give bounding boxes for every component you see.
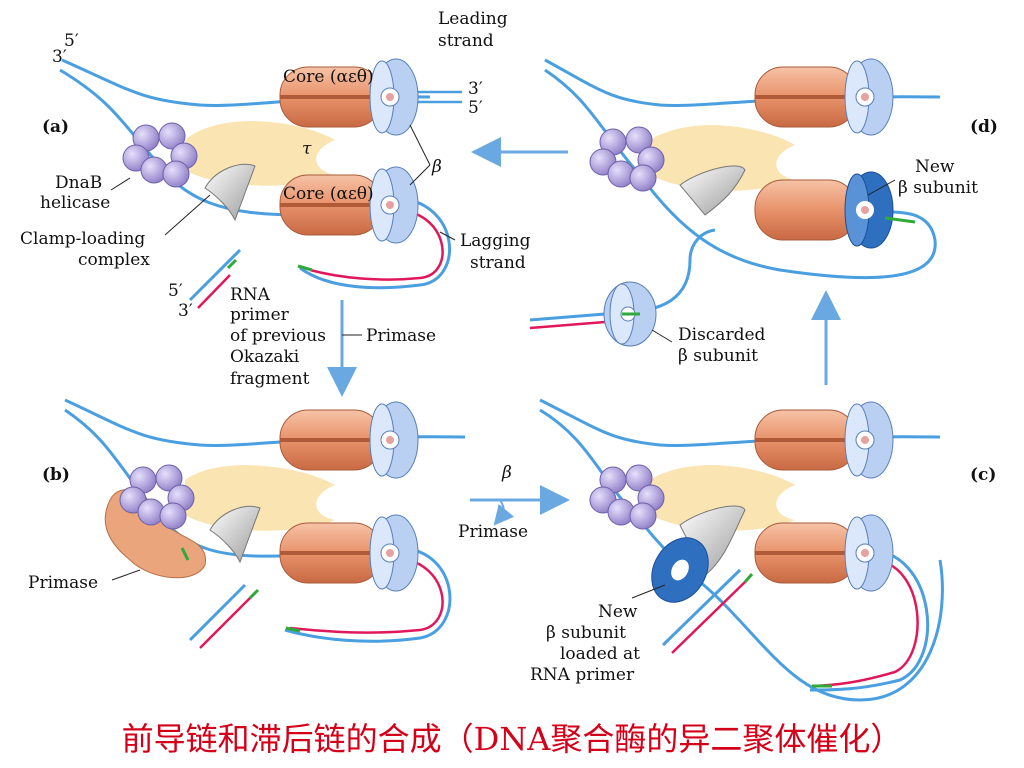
label-core-top: Core (αεθ)	[283, 67, 374, 87]
caption: 前导链和滞后链的合成（DNA聚合酶的异二聚体催化）	[122, 720, 903, 758]
label-primase-c-arrow: Primase	[458, 522, 528, 542]
panel-d	[529, 58, 941, 347]
label-lagging-2: strand	[470, 253, 526, 273]
transition-arrows	[327, 137, 841, 526]
panel-a	[59, 58, 462, 309]
label-clamp-2: complex	[78, 250, 150, 270]
panel-label-a: (a)	[42, 117, 69, 137]
label-rna-4: Okazaki	[230, 347, 300, 367]
label-leading-three-prime: 3′	[468, 79, 483, 99]
label-rna-2: primer	[230, 305, 290, 325]
label-new-beta-d-2: β subunit	[898, 178, 978, 198]
panel-label-d: (d)	[970, 117, 998, 137]
label-new-beta-d-1: New	[915, 157, 955, 177]
label-rna-5: fragment	[230, 369, 310, 389]
label-core-bottom: Core (αεθ)	[283, 184, 374, 204]
label-dnab-1: DnaB	[55, 173, 102, 193]
panel-b	[64, 398, 466, 649]
label-three-prime-top: 3′	[52, 47, 67, 67]
label-beta: β	[431, 157, 442, 177]
panel-label-c: (c)	[970, 465, 996, 485]
label-leading-1: Leading	[438, 9, 508, 29]
label-new-beta-c-1: New	[598, 602, 638, 622]
label-rna-3: of previous	[230, 326, 326, 346]
panel-c	[539, 398, 944, 702]
label-leading-2: strand	[438, 31, 494, 51]
label-discarded-1: Discarded	[678, 325, 766, 345]
panel-label-b: (b)	[42, 465, 70, 485]
label-primer-three-prime: 3′	[178, 301, 193, 321]
label-primer-five-prime: 5′	[168, 281, 183, 301]
label-new-beta-c-4: RNA primer	[530, 665, 635, 685]
label-leading-five-prime: 5′	[468, 98, 483, 118]
label-rna-1: RNA	[230, 285, 271, 305]
label-dnab-2: helicase	[40, 193, 110, 213]
label-beta-arrow: β	[501, 463, 512, 483]
label-five-prime-top: 5′	[64, 31, 79, 51]
label-clamp-1: Clamp-loading	[20, 229, 145, 249]
label-new-beta-c-3: loaded at	[560, 644, 640, 664]
label-discarded-2: β subunit	[678, 346, 758, 366]
label-new-beta-c-2: β subunit	[546, 623, 626, 643]
label-tau: τ	[302, 139, 312, 159]
label-primase-b: Primase	[28, 573, 98, 593]
label-primase-arrow: Primase	[366, 326, 436, 346]
label-lagging-1: Lagging	[460, 231, 531, 251]
